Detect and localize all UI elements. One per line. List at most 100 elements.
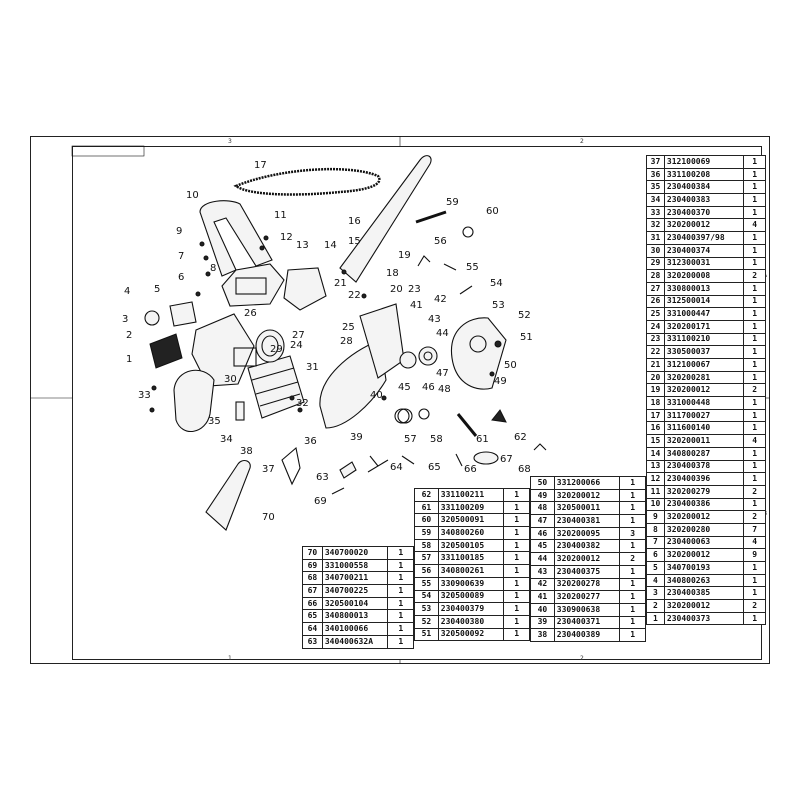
bom-part-number: 312300031 (663, 256, 745, 271)
bom-item-number: 2 (646, 599, 665, 613)
bom-part-number: 312100067 (663, 358, 745, 372)
zone-marker-bottom-left: 1 (228, 655, 232, 662)
bom-quantity: 1 (743, 294, 766, 309)
bom-item-number: 63 (302, 634, 323, 649)
bom-part-number: 320200012 (663, 510, 745, 524)
knob-parts (144, 301, 197, 327)
motor-part (255, 329, 285, 363)
bom-item-number: 68 (302, 571, 323, 586)
bom-quantity: 1 (743, 421, 766, 436)
bom-part-number: 320200012 (663, 599, 745, 613)
callout-label: 9 (176, 226, 182, 237)
bom-quantity: 1 (503, 564, 530, 578)
callout-label: 47 (436, 368, 449, 379)
callout-label: 1 (126, 354, 132, 365)
bom-quantity: 1 (503, 627, 530, 642)
bom-item-number: 51 (414, 627, 439, 642)
callout-label: 6 (178, 272, 184, 283)
callout-label: 49 (494, 376, 507, 387)
callout-label: 5 (154, 284, 160, 295)
bom-quantity: 1 (503, 526, 530, 540)
callout-label: 16 (348, 216, 361, 227)
bom-part-number: 230400389 (553, 628, 621, 642)
bom-quantity: 7 (743, 522, 766, 537)
bom-item-number: 10 (646, 497, 665, 512)
callout-label: 23 (408, 284, 421, 295)
bom-part-number: 230400374 (663, 243, 745, 258)
cover-part (283, 267, 327, 311)
callout-label: 69 (314, 496, 327, 507)
callout-label: 56 (434, 236, 447, 247)
bom-item-number: 19 (646, 383, 665, 398)
bom-quantity: 1 (743, 358, 766, 372)
bom-part-number: 230400379 (437, 602, 505, 616)
bom-part-number: 320500092 (437, 627, 505, 642)
callout-label: 18 (386, 268, 399, 279)
callout-label: 35 (208, 416, 221, 427)
bom-item-number: 45 (530, 539, 555, 554)
bom-quantity: 1 (619, 564, 646, 579)
bom-part-number: 331100185 (437, 551, 505, 566)
bom-part-number: 320200012 (663, 218, 745, 233)
bom-item-number: 54 (414, 589, 439, 604)
callout-label: 17 (254, 160, 267, 171)
callout-label: 48 (438, 384, 451, 395)
bom-part-number: 230400386 (663, 497, 745, 512)
bom-part-number: 230400373 (663, 611, 745, 626)
bom-item-number: 55 (414, 576, 439, 591)
bom-item-number: 57 (414, 551, 439, 566)
motor-housing-top-part (221, 263, 285, 307)
bom-part-number: 320200012 (553, 488, 621, 503)
callout-label: 41 (410, 300, 423, 311)
bom-part-number: 320200281 (663, 370, 745, 385)
bom-quantity: 1 (743, 408, 766, 423)
callout-label: 45 (398, 382, 411, 393)
bom-quantity: 1 (619, 514, 646, 528)
bom-quantity: 1 (743, 281, 766, 296)
bom-part-number: 331200066 (553, 476, 621, 490)
bom-item-number: 12 (646, 472, 665, 486)
bom-quantity: 1 (743, 345, 766, 359)
bom-quantity: 1 (743, 573, 766, 588)
bom-item-number: 5 (646, 561, 665, 575)
bom-quantity: 4 (743, 434, 766, 448)
callout-label: 52 (518, 310, 531, 321)
bom-item-number: 14 (646, 446, 665, 461)
callout-label: 62 (514, 432, 527, 443)
bom-item-number: 65 (302, 609, 323, 624)
callout-label: 13 (296, 240, 309, 251)
bom-item-number: 48 (530, 501, 555, 516)
bom-part-number: 320200011 (663, 434, 745, 448)
bom-item-number: 70 (302, 546, 323, 560)
bom-quantity: 1 (619, 488, 646, 503)
bom-item-number: 49 (530, 488, 555, 503)
bom-quantity: 2 (743, 484, 766, 499)
callout-label: 31 (306, 362, 319, 373)
bom-quantity: 1 (743, 307, 766, 321)
bom-part-number: 330900639 (437, 576, 505, 591)
bom-part-number: 340700020 (321, 546, 389, 560)
bom-part-number: 331000558 (321, 558, 389, 573)
bom-item-number: 34 (646, 193, 665, 207)
bom-part-number: 340800263 (663, 573, 745, 588)
bom-item-number: 24 (646, 319, 665, 334)
